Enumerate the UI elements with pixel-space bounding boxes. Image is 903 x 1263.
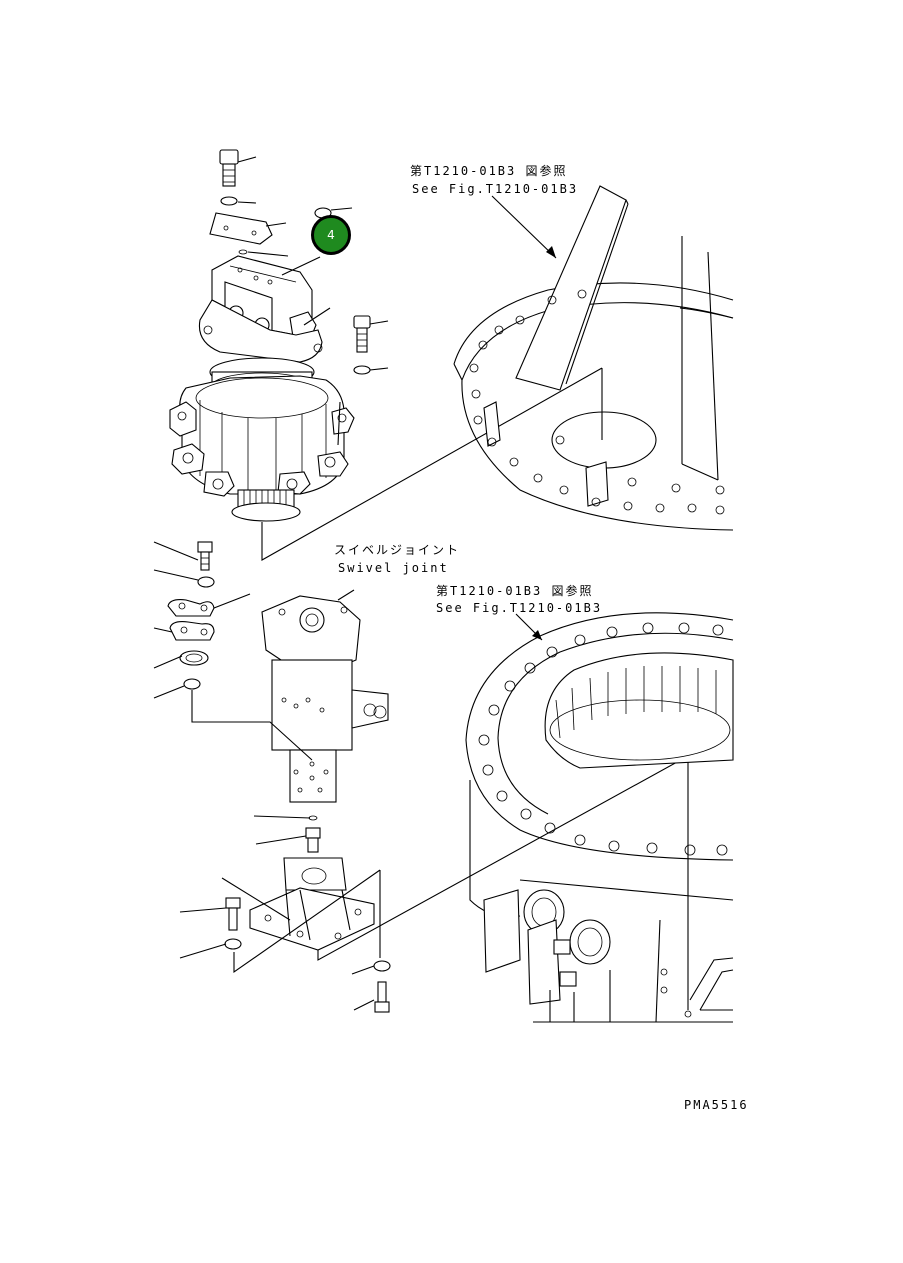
lower-bracket (249, 815, 375, 951)
swivel-joint-label-en: Swivel joint (338, 561, 449, 575)
bolt-left (197, 541, 213, 571)
lower-frame-section (465, 612, 734, 1023)
mounting-ears (169, 401, 355, 497)
bolt-lower-right (373, 960, 391, 1013)
swivel-ports (281, 697, 329, 793)
washer-top (220, 196, 238, 206)
o-ring (238, 249, 248, 255)
swing-motor-assembly (169, 149, 603, 561)
inner-gear-teeth (555, 666, 717, 739)
drawing-code: PMA5516 (684, 1098, 749, 1112)
cover-plate (209, 212, 273, 245)
reference-mid-en: See Fig.T1210-01B3 (436, 601, 603, 615)
pinion-gear (231, 489, 301, 522)
reference-top-en: See Fig.T1210-01B3 (412, 182, 579, 196)
bolt-holes-upper (469, 289, 725, 515)
reference-top-ja: 第T1210-01B3 図参照 (410, 164, 568, 178)
cap-screw-top (219, 149, 239, 187)
part-callout-4[interactable]: 4 (311, 215, 351, 255)
side-bolt (353, 315, 371, 375)
leader-lines-swivel (153, 541, 689, 1011)
reference-mid-ja: 第T1210-01B3 図参照 (436, 584, 594, 598)
bolt-holes-lower (478, 622, 728, 856)
swivel-joint-assembly (153, 541, 689, 1013)
upper-frame-section (453, 185, 734, 531)
callout-number: 4 (327, 228, 335, 242)
bolt-lower-left (224, 897, 242, 950)
swivel-joint-label-ja: スイベルジョイント (334, 543, 461, 557)
